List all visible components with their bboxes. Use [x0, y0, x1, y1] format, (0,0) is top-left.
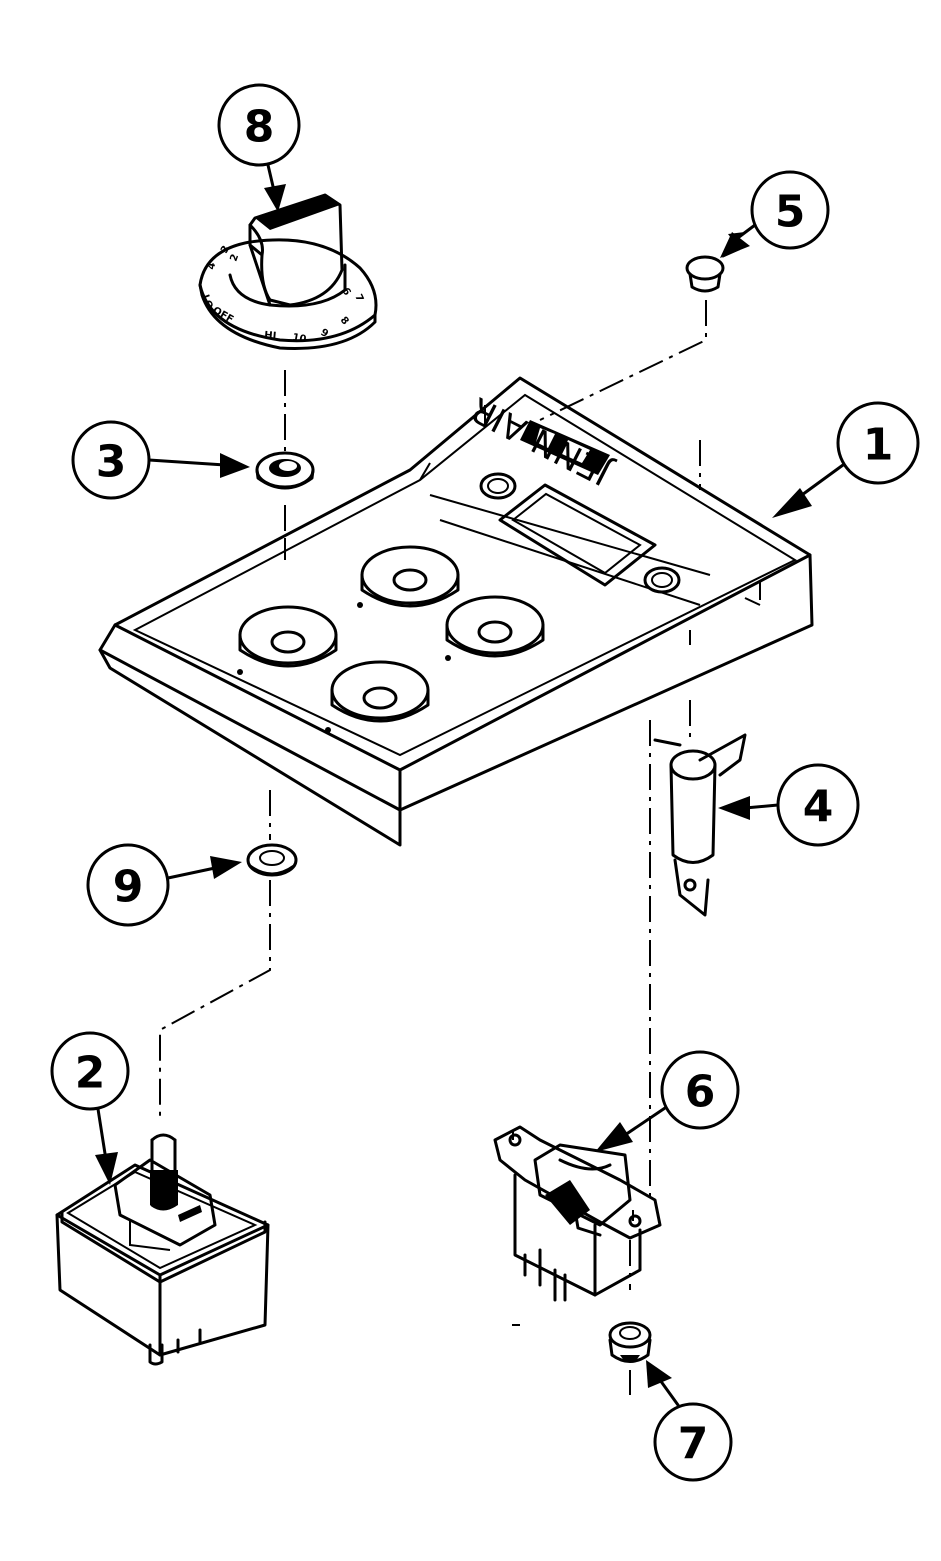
- svg-text:9: 9: [319, 327, 331, 340]
- callout-1: 1: [772, 401, 920, 518]
- callout-7: 7: [646, 1360, 733, 1482]
- svg-text:7: 7: [352, 293, 365, 304]
- callout-4: 4: [718, 763, 860, 847]
- callout-8: 8: [217, 83, 301, 212]
- callout-4-label: 4: [803, 782, 834, 833]
- signal-light: [653, 733, 747, 917]
- knob-index-dots: [237, 602, 451, 733]
- callout-7-label: 7: [678, 1419, 709, 1470]
- callout-6: 6: [595, 1050, 740, 1152]
- callout-1-label: 1: [863, 420, 894, 471]
- display-window: [498, 483, 657, 587]
- svg-text:HI: HI: [264, 330, 277, 342]
- svg-text:4: 4: [206, 262, 218, 271]
- knob-hole-top: [360, 545, 460, 608]
- svg-text:LO: LO: [199, 293, 214, 310]
- dial-marks: 2 3 4 6 7 8 9 10 HI OFF LO: [199, 244, 365, 345]
- center-lines: [159, 300, 707, 1395]
- control-knob: 2 3 4 6 7 8 9 10 HI OFF LO: [198, 193, 378, 350]
- rocker-switch: [493, 1125, 662, 1302]
- callout-6-label: 6: [685, 1067, 716, 1118]
- svg-text:6: 6: [339, 286, 352, 298]
- callout-2-label: 2: [75, 1048, 106, 1099]
- callout-8-label: 8: [244, 102, 275, 153]
- callout-5: 5: [720, 170, 830, 258]
- svg-text:2: 2: [228, 253, 241, 263]
- switch-hole: [643, 566, 681, 594]
- switch-nut: [608, 1321, 652, 1363]
- svg-text:10: 10: [291, 332, 307, 345]
- knob-ring: [255, 451, 315, 490]
- callout-9-label: 9: [113, 862, 144, 913]
- callout-5-label: 5: [775, 187, 806, 238]
- knob-hole-left: [238, 605, 338, 668]
- knob-hole-right: [445, 595, 545, 658]
- control-panel: [98, 376, 814, 847]
- callout-3-label: 3: [96, 437, 127, 488]
- infinite-switch: [55, 1133, 270, 1366]
- seal-ring: [246, 843, 298, 877]
- callout-2: 2: [50, 1031, 130, 1185]
- callout-9: 9: [86, 843, 242, 927]
- signal-light-hole: [479, 472, 517, 500]
- signal-lens: [685, 255, 725, 293]
- svg-text:3: 3: [219, 244, 232, 256]
- svg-text:8: 8: [338, 315, 351, 327]
- knob-hole-bottom: [330, 660, 430, 723]
- callout-3: 3: [71, 420, 250, 500]
